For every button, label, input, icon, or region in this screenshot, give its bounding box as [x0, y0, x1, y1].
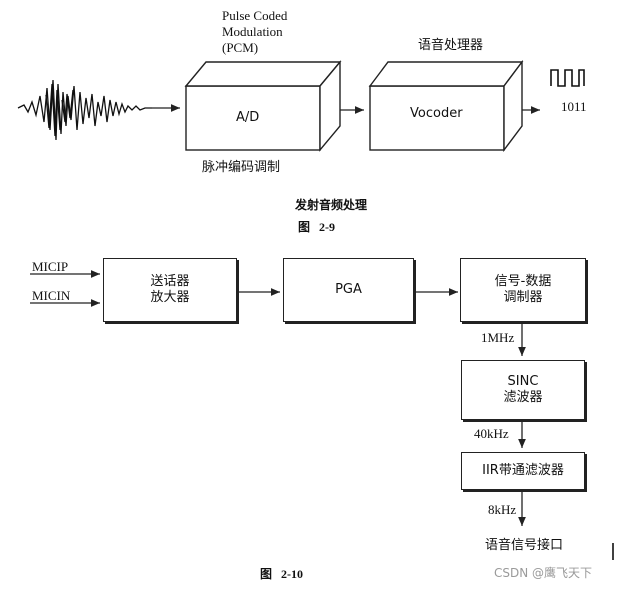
figure-label-2-9: 图 2-9: [298, 220, 335, 234]
figure-label-2-10: 图 2-10: [260, 567, 303, 581]
input-micin: MICIN: [32, 288, 71, 303]
sinc-filter-box: SINC 滤波器: [461, 360, 585, 420]
pcm-label-line1: Pulse Coded: [222, 8, 288, 23]
vocoder-title: 语音处理器: [418, 38, 484, 53]
mic-amplifier-line2: 放大器: [150, 290, 190, 305]
voice-signal-interface: 语音信号接口: [485, 538, 564, 553]
input-micip: MICIP: [32, 259, 69, 274]
section-title: 发射音频处理: [295, 198, 368, 212]
codec-line1: 信号-数据: [494, 274, 552, 289]
pga-label: PGA: [335, 282, 362, 297]
pcm-label-line2: Modulation: [222, 24, 283, 39]
mic-amplifier-box: 送话器 放大器: [103, 258, 237, 322]
ad-converter-box: [184, 60, 342, 152]
iir-label: IIR带通滤波器: [482, 463, 564, 478]
freq-40khz: 40kHz: [474, 426, 509, 441]
freq-8khz: 8kHz: [488, 502, 517, 517]
vocoder-box-label: Vocoder: [410, 106, 463, 121]
audio-waveform-icon: [17, 79, 152, 141]
pga-box: PGA: [283, 258, 414, 322]
sinc-line2: 滤波器: [503, 390, 543, 405]
freq-1mhz: 1MHz: [481, 330, 515, 345]
codec-line2: 调制器: [503, 290, 543, 305]
codec-box: 信号-数据 调制器: [460, 258, 586, 322]
ad-box-label: A/D: [236, 110, 260, 125]
output-bits: 1011: [561, 99, 587, 114]
digital-signal-icon: [550, 69, 585, 87]
vocoder-box: [368, 59, 524, 153]
watermark: CSDN @鹰飞天下: [494, 566, 593, 580]
pcm-label-line3: (PCM): [222, 40, 259, 55]
mic-amplifier-line1: 送话器: [150, 274, 190, 289]
ad-caption: 脉冲编码调制: [202, 160, 281, 175]
iir-filter-box: IIR带通滤波器: [461, 452, 585, 490]
sinc-line1: SINC: [507, 374, 539, 389]
